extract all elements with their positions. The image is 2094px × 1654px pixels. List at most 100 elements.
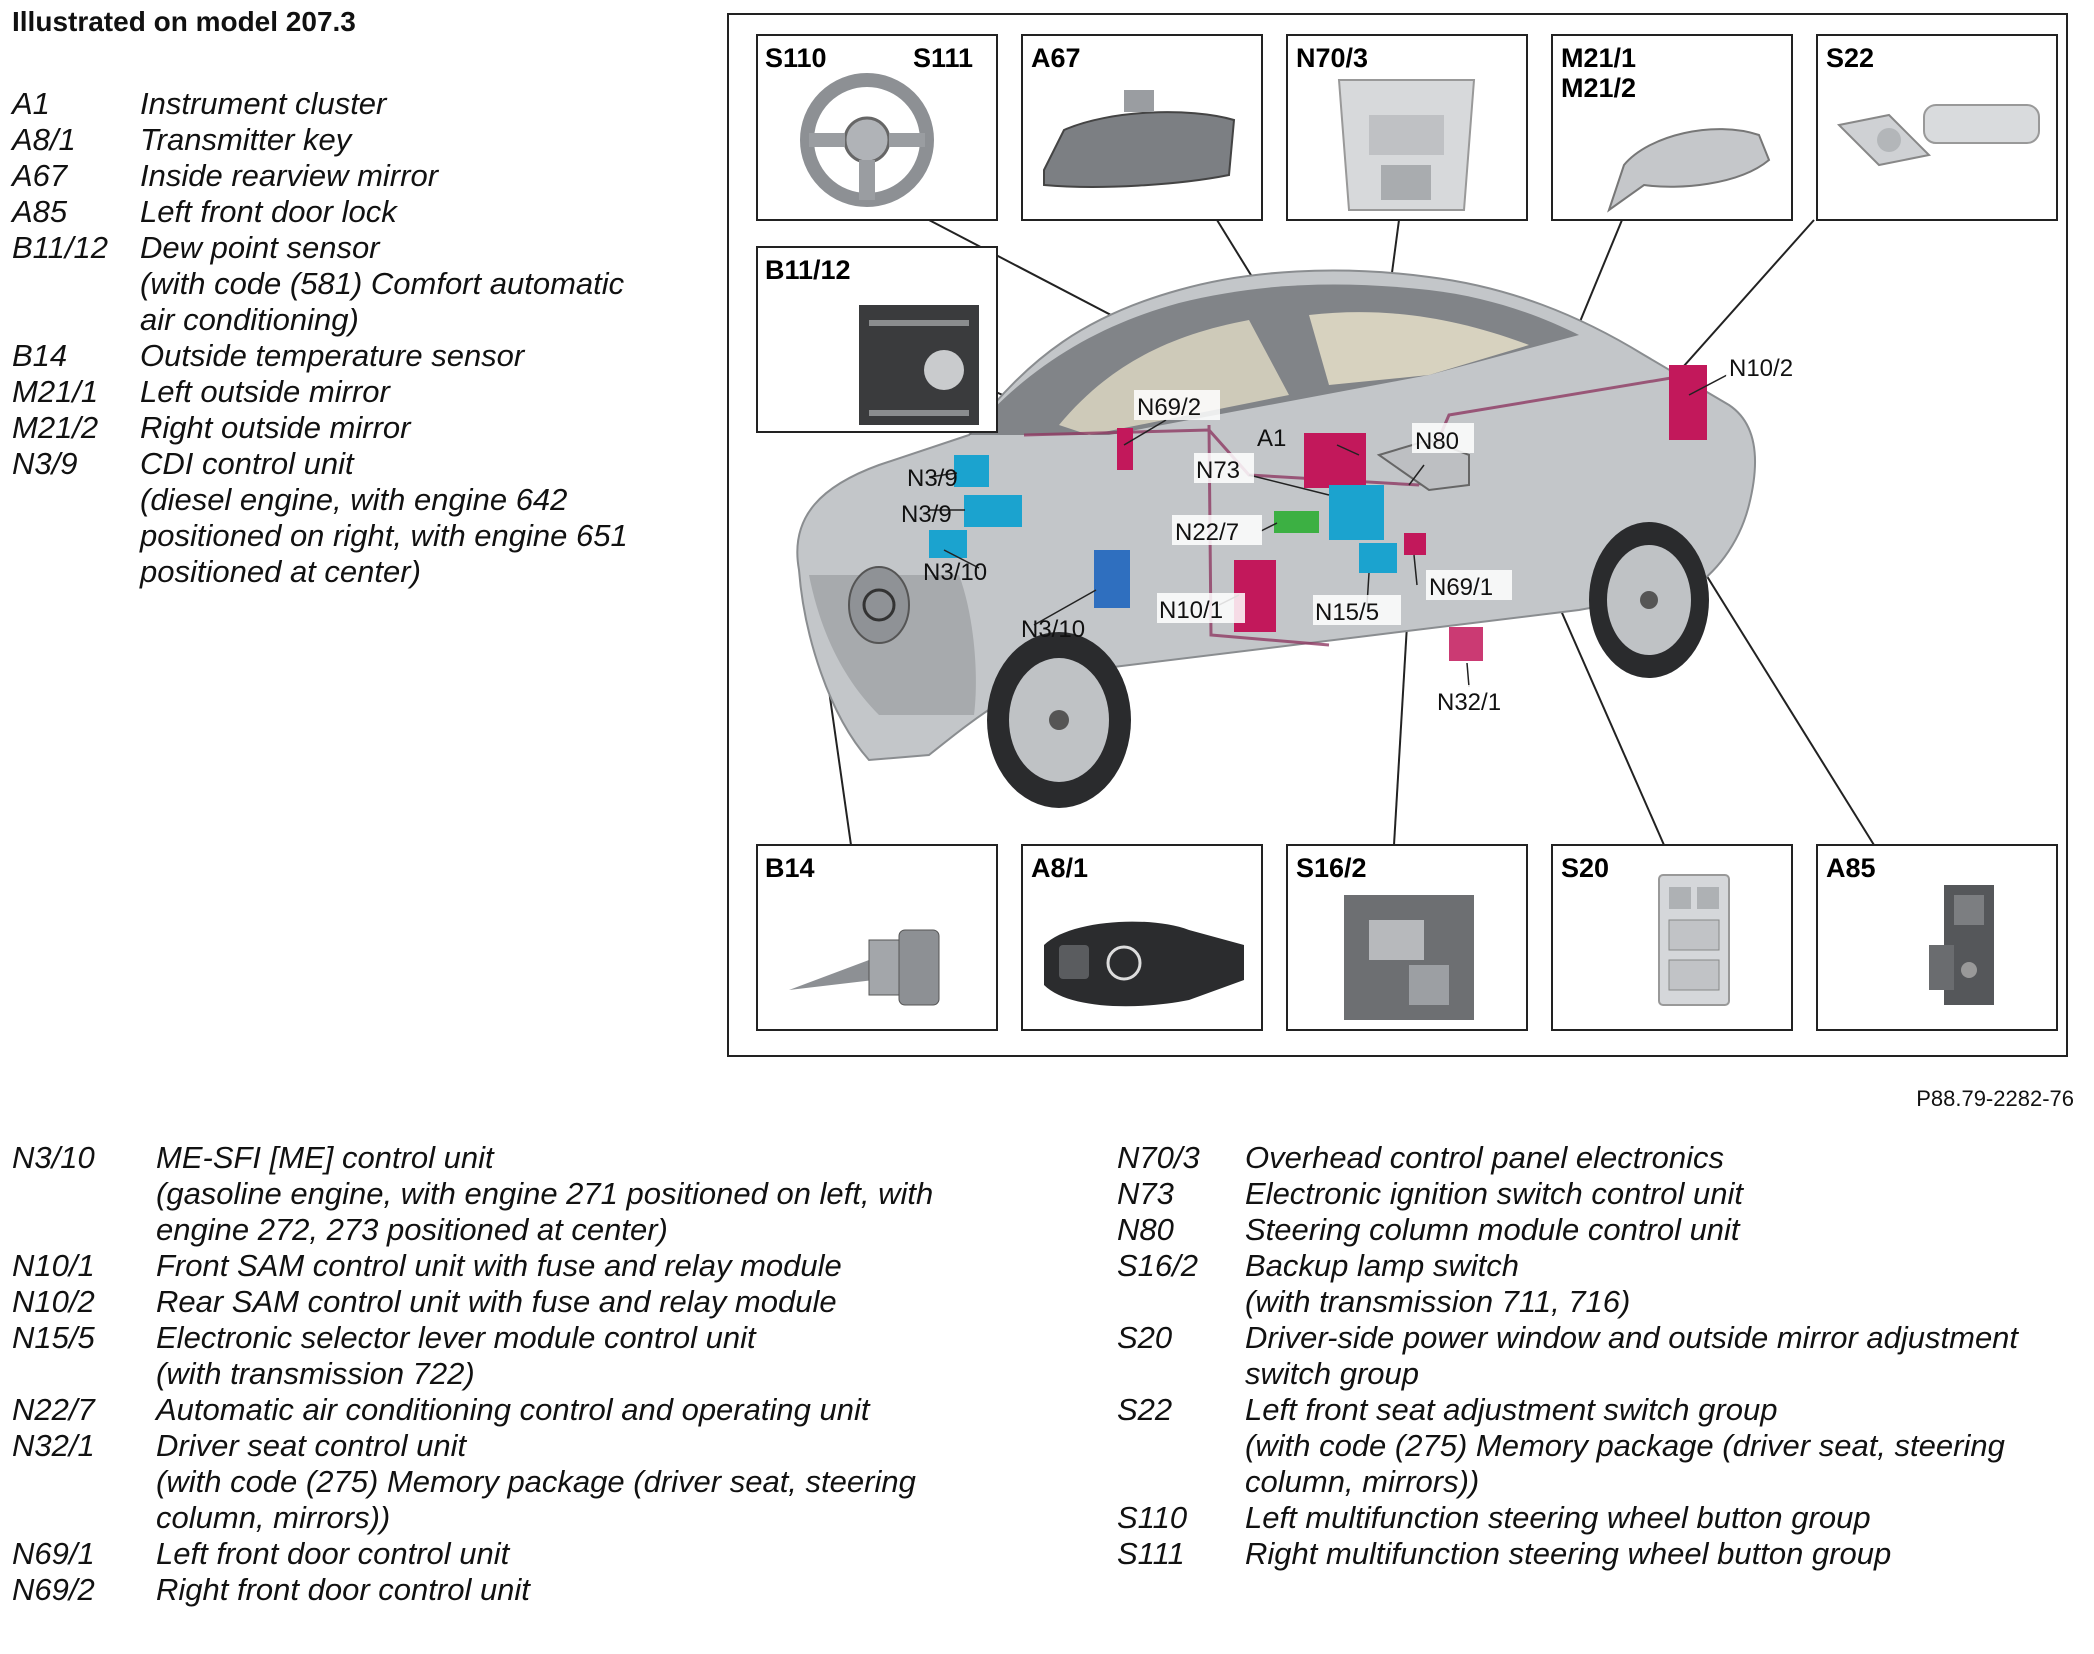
rear-wheel (1589, 522, 1709, 678)
legend-code: N80 (1117, 1212, 1174, 1247)
legend-description: Steering column module control unit (1245, 1212, 2057, 1248)
legend-description-line: (gasoline engine, with engine 271 positi… (156, 1176, 934, 1211)
box-a8-1: A8/1 (1021, 844, 1263, 1031)
box-s20: S20 (1551, 844, 1793, 1031)
legend-description: Right multifunction steering wheel butto… (1245, 1536, 2057, 1572)
legend-description-line: column, mirrors)) (156, 1500, 391, 1535)
legend-description: Driver seat control unit (with code (275… (156, 1428, 1052, 1536)
temperature-sensor-icon (789, 929, 940, 1006)
legend-entry: S16/2 Backup lamp switch(with transmissio… (1117, 1248, 2057, 1320)
svg-text:S22: S22 (1826, 43, 1874, 73)
figure-reference: P88.79-2282-76 (1916, 1086, 2074, 1111)
legend-description-line: positioned at center) (140, 554, 421, 589)
legend-description-line: Instrument cluster (140, 86, 387, 121)
n73-unit (1329, 485, 1384, 540)
legend-code: N3/10 (12, 1140, 95, 1175)
legend-description: Driver-side power window and outside mir… (1245, 1320, 2057, 1392)
door-lock-icon (1929, 885, 1994, 1005)
svg-text:A67: A67 (1031, 43, 1081, 73)
legend-code: A67 (12, 158, 68, 193)
legend-description: Left multifunction steering wheel button… (1245, 1500, 2057, 1536)
legend-description-line: Outside temperature sensor (140, 338, 525, 373)
callout-label: N3/10 (1021, 616, 1085, 643)
callout-label: N22/7 (1175, 519, 1239, 546)
legend-code: N10/1 (12, 1248, 95, 1283)
legend-description-line: Backup lamp switch (1245, 1248, 1519, 1283)
legend-description-line: Electronic ignition switch control unit (1245, 1176, 1743, 1211)
legend-description-line: column, mirrors)) (1245, 1464, 1480, 1499)
n3-9-unit-1 (954, 455, 989, 487)
legend-code: M21/1 (12, 374, 99, 409)
legend-description-line: Automatic air conditioning control and o… (156, 1392, 870, 1427)
legend-description: CDI control unit(diesel engine, with eng… (140, 446, 692, 590)
outside-mirror-icon (1607, 128, 1771, 213)
legend-code: A8/1 (12, 122, 76, 157)
front-wheel (987, 632, 1131, 808)
svg-text:N70/3: N70/3 (1296, 43, 1368, 73)
box-s110-s111: S110 S111 (756, 34, 998, 221)
legend-code: S16/2 (1117, 1248, 1199, 1283)
steering-wheel-icon (800, 73, 934, 207)
legend-description-line: Inside rearview mirror (140, 158, 439, 193)
legend-description-line: Right multifunction steering wheel butto… (1245, 1536, 1892, 1571)
callout-labels: N69/2 A1 N80 N10/2 N3/9 N3/9 N73 N22/7 N… (901, 350, 1812, 716)
n69-2-unit (1117, 428, 1133, 470)
legend-entry: N32/1 Driver seat control unit (with code… (12, 1428, 1052, 1536)
legend-code: N22/7 (12, 1392, 95, 1427)
n22-7-unit (1274, 511, 1319, 533)
seat-switch-icon (1836, 104, 2040, 167)
legend-description-line: Left front seat adjustment switch group (1245, 1392, 1778, 1427)
legend-code: S110 (1117, 1500, 1188, 1535)
n3-10-unit-2 (1094, 550, 1130, 608)
callout-label: N15/5 (1315, 599, 1379, 626)
callout-label: N10/2 (1729, 355, 1793, 382)
legend-description-line: Steering column module control unit (1245, 1212, 1740, 1247)
box-a67: A67 (1021, 34, 1263, 221)
legend-description-line: (with transmission 711, 716) (1245, 1284, 1631, 1319)
legend-description-line: Dew point sensor (140, 230, 380, 265)
legend-description-line: Transmitter key (140, 122, 352, 157)
legend-entry: N80 Steering column module control unit (1117, 1212, 2057, 1248)
backup-lamp-switch-icon (1344, 895, 1474, 1020)
callout-label: N10/1 (1159, 597, 1223, 624)
legend-entry: N22/7 Automatic air conditioning control … (12, 1392, 1052, 1428)
box-m21: M21/1 M21/2 (1551, 34, 1793, 221)
legend-code: N32/1 (12, 1428, 95, 1463)
callout-label: N3/9 (907, 465, 958, 492)
legend-entry: S110 Left multifunction steering wheel bu… (1117, 1500, 2057, 1536)
legend-description-line: Right outside mirror (140, 410, 411, 445)
legend-description-line: Front SAM control unit with fuse and rel… (156, 1248, 842, 1283)
callout-label: A1 (1257, 425, 1286, 452)
legend-description-line: Electronic selector lever module control… (156, 1320, 756, 1355)
rearview-mirror-icon (1043, 90, 1236, 188)
component-location-figure: N69/2 A1 N80 N10/2 N3/9 N3/9 N73 N22/7 N… (727, 13, 2068, 1057)
legend-description: Dew point sensor(with code (581) Comfort… (140, 230, 692, 338)
callout-label: N69/2 (1137, 394, 1201, 421)
legend-description: Backup lamp switch(with transmission 711… (1245, 1248, 2057, 1320)
legend-description-line: Left multifunction steering wheel button… (1245, 1500, 1871, 1535)
box-b11-12: B11/12 (756, 246, 998, 433)
legend-description-line: engine 272, 273 positioned at center) (156, 1212, 668, 1247)
legend-description: Electronic ignition switch control unit (1245, 1176, 2057, 1212)
legend-description-line: Driver-side power window and outside mir… (1245, 1320, 2019, 1355)
legend-entry: A8/1 Transmitter key (12, 122, 692, 158)
box-a85: A85 (1816, 844, 2058, 1031)
legend-description-line: positioned on right, with engine 651 (140, 518, 628, 553)
